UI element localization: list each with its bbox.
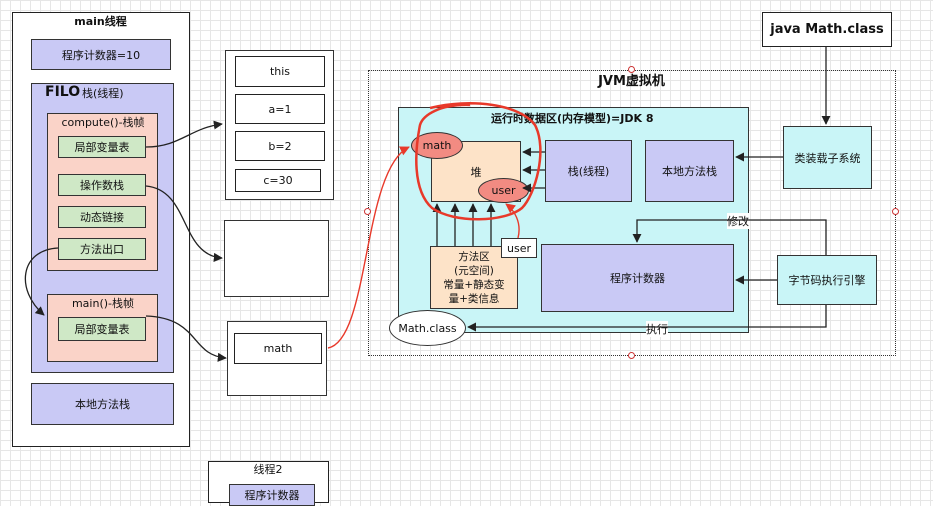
local-vars-panel: this a=1 b=2 c=30 <box>225 50 334 200</box>
operand-stack-panel <box>224 220 329 297</box>
jvm-stack[interactable]: 栈(线程) <box>545 140 632 202</box>
filo-label: FILO <box>45 84 81 100</box>
bytecode-engine[interactable]: 字节码执行引擎 <box>777 255 877 305</box>
method-exit[interactable]: 方法出口 <box>58 238 146 260</box>
main-frame[interactable]: main()-栈帧 局部变量表 <box>47 294 158 362</box>
main-program-counter[interactable]: 程序计数器=10 <box>31 39 171 70</box>
thread2-title: 线程2 <box>253 463 283 476</box>
runtime-area-title: 运行时数据区(内存模型)=JDK 8 <box>491 112 654 125</box>
main-native-stack[interactable]: 本地方法栈 <box>31 383 174 425</box>
main-local-variable-table[interactable]: 局部变量表 <box>58 317 146 341</box>
local-c[interactable]: c=30 <box>235 169 321 192</box>
main-stack[interactable]: FILO 栈(线程) compute()-栈帧 局部变量表 操作数栈 动态链接 … <box>31 83 174 373</box>
heap-math-ellipse[interactable]: math <box>411 132 463 159</box>
local-variable-table[interactable]: 局部变量表 <box>58 136 146 158</box>
operand-stack[interactable]: 操作数栈 <box>58 174 146 196</box>
main-thread-panel: main线程 程序计数器=10 FILO 栈(线程) compute()-栈帧 … <box>12 12 190 447</box>
local-b[interactable]: b=2 <box>235 131 325 161</box>
modify-label: 修改 <box>727 213 749 229</box>
thread2-program-counter[interactable]: 程序计数器 <box>229 484 315 506</box>
local-a[interactable]: a=1 <box>235 94 325 124</box>
jvm-program-counter[interactable]: 程序计数器 <box>541 244 734 312</box>
local-math[interactable]: math <box>234 333 322 364</box>
stack-label: 栈(线程) <box>82 87 124 100</box>
math-class-ellipse[interactable]: Math.class <box>389 310 466 346</box>
connector-dot <box>364 208 371 215</box>
jvm-title: JVM虚拟机 <box>598 73 665 89</box>
compute-frame[interactable]: compute()-栈帧 局部变量表 操作数栈 动态链接 方法出口 <box>47 113 158 271</box>
main-thread-title: main线程 <box>74 15 127 28</box>
class-loader[interactable]: 类装载子系统 <box>783 126 872 189</box>
main-locals-panel: math <box>227 321 327 396</box>
dynamic-linking[interactable]: 动态链接 <box>58 206 146 228</box>
connector-dot <box>892 208 899 215</box>
user-label-box[interactable]: user <box>501 238 537 258</box>
thread2-panel: 线程2 程序计数器 <box>208 461 329 506</box>
connector-dot <box>628 66 635 73</box>
local-this[interactable]: this <box>235 56 325 87</box>
jvm-native-stack[interactable]: 本地方法栈 <box>645 140 734 202</box>
execute-label: 执行 <box>646 321 668 337</box>
connector-dot <box>628 352 635 359</box>
java-class-file[interactable]: java Math.class <box>762 12 892 47</box>
heap-user-ellipse[interactable]: user <box>478 178 529 203</box>
main-frame-title: main()-栈帧 <box>71 297 135 310</box>
compute-frame-title: compute()-栈帧 <box>61 116 145 129</box>
